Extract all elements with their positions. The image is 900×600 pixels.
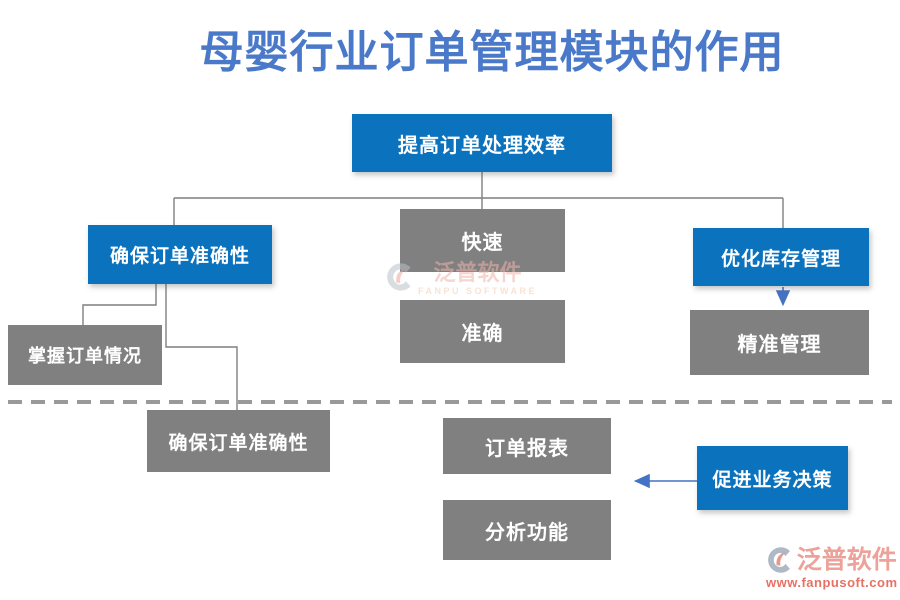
- node-improve-efficiency: 提高订单处理效率: [352, 114, 612, 172]
- watermark-corner: 泛普软件 www.fanpusoft.com: [766, 546, 898, 589]
- node-business-decision: 促进业务决策: [697, 446, 848, 510]
- watermark-brand-text: 泛普软件: [433, 260, 522, 285]
- node-order-report: 订单报表: [443, 418, 611, 474]
- connector-accuracy-to-grasp: [82, 284, 157, 325]
- watermark-brand-text: 泛普软件: [796, 546, 897, 574]
- watermark-url-text: www.fanpusoft.com: [766, 575, 898, 590]
- node-grasp-orders: 掌握订单情况: [8, 325, 162, 385]
- node-analysis-function: 分析功能: [443, 500, 611, 560]
- fanpu-logo-icon: [387, 263, 411, 291]
- node-precise-management: 精准管理: [690, 310, 869, 375]
- node-ensure-accuracy: 确保订单准确性: [88, 225, 272, 284]
- node-fast: 快速: [400, 209, 565, 272]
- watermark-center: 泛普软件 FANPU SOFTWARE: [386, 262, 537, 296]
- connector-accuracy-to-bottom: [165, 284, 238, 410]
- diagram-title: 母婴行业订单管理模块的作用: [199, 28, 785, 77]
- node-optimize-inventory: 优化库存管理: [693, 228, 869, 286]
- node-ensure-accuracy-2: 确保订单准确性: [147, 410, 330, 472]
- fanpu-logo-icon: [767, 547, 790, 573]
- watermark-subtitle-text: FANPU SOFTWARE: [418, 286, 538, 296]
- node-accurate: 准确: [400, 300, 565, 363]
